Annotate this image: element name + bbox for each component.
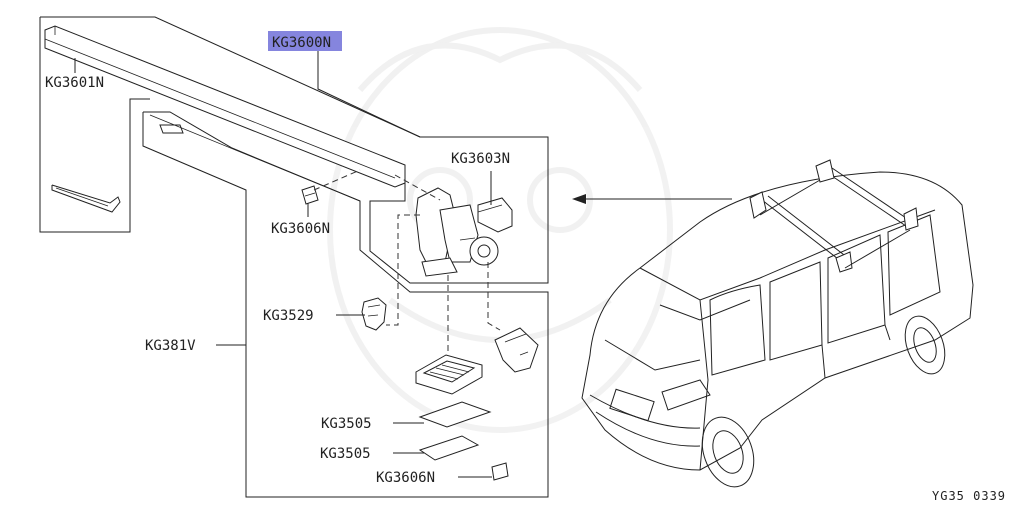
highlight-box — [268, 31, 342, 51]
pad-upper-part — [418, 401, 492, 428]
leader-lines — [74, 51, 492, 478]
part-label-kg3600n[interactable]: KG3600N — [272, 35, 331, 51]
part-label-kg3505-upper[interactable]: KG3505 — [321, 416, 372, 432]
clip-upper-part — [301, 185, 319, 205]
assembly-guides — [313, 169, 501, 355]
rail-cover-box — [39, 16, 549, 284]
clip-lower-part — [491, 462, 509, 481]
direction-arrow — [572, 194, 732, 204]
rail-cover-strip — [44, 25, 406, 188]
part-label-kg3603n[interactable]: KG3603N — [451, 151, 510, 167]
part-label-kg3505-lower[interactable]: KG3505 — [320, 446, 371, 462]
part-label-kg3529[interactable]: KG3529 — [263, 308, 314, 324]
bracket-assembly — [415, 187, 513, 277]
rail-section-box — [142, 111, 549, 498]
base-pad — [415, 354, 483, 395]
rail-end-rod — [51, 184, 121, 213]
part-label-kg3606n-upper[interactable]: KG3606N — [271, 221, 330, 237]
pad-lower-part — [418, 435, 480, 461]
part-label-kg3606n-lower[interactable]: KG3606N — [376, 470, 435, 486]
part-label-kg381v[interactable]: KG381V — [145, 338, 196, 354]
rail-end-cap — [494, 327, 539, 373]
retainer-part — [361, 297, 387, 331]
diagram-code: YG35 0339 — [932, 489, 1006, 503]
part-label-kg3601n[interactable]: KG3601N — [45, 75, 104, 91]
roof-rack — [749, 159, 919, 273]
